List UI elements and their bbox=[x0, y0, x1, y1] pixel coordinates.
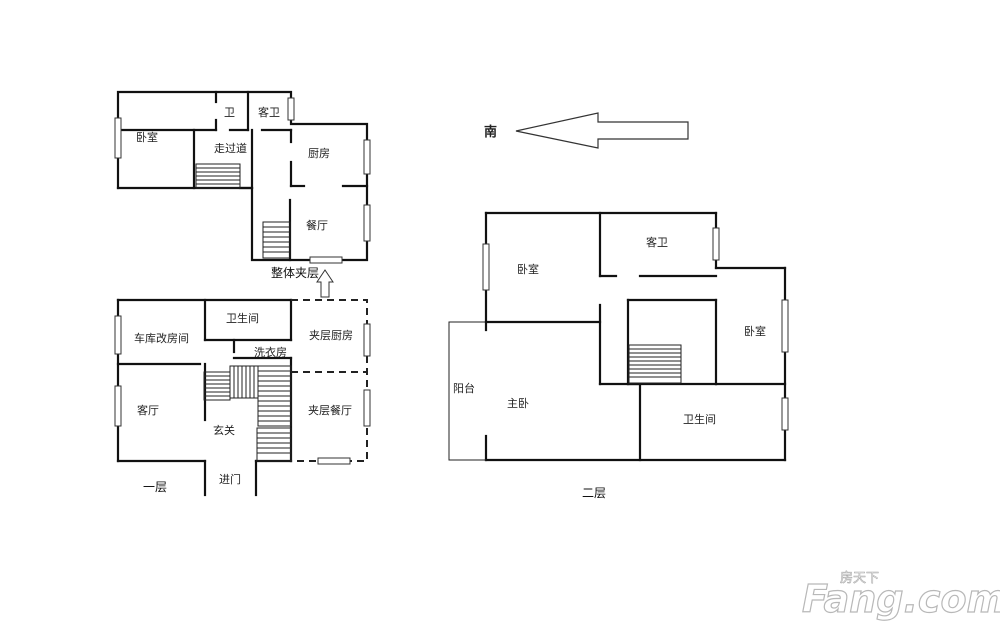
watermark-cn: 房天下 bbox=[840, 570, 879, 586]
room-label-entrance: 进门 bbox=[219, 472, 241, 486]
room-label-guest-bath: 客卫 bbox=[258, 105, 280, 119]
compass: 南 bbox=[484, 112, 689, 149]
caption-mezzanine: 整体夹层 bbox=[271, 265, 319, 280]
stair-treads bbox=[196, 167, 240, 185]
room-label-mezz-dining: 夹层餐厅 bbox=[308, 403, 352, 417]
window bbox=[287, 97, 295, 121]
room-label-foyer: 玄关 bbox=[213, 423, 235, 437]
window bbox=[363, 139, 371, 175]
window bbox=[363, 323, 371, 357]
first-floor-plan: 车库改房间 卫生间 洗衣房 夹层厨房 客厅 玄关 夹层餐厅 进门 一层 bbox=[114, 298, 371, 497]
room-label-corridor: 走过道 bbox=[214, 141, 247, 155]
window bbox=[114, 385, 122, 427]
room-label-balcony: 阳台 bbox=[453, 381, 475, 395]
window bbox=[114, 315, 122, 355]
room-label-bathroom: 卫生间 bbox=[226, 311, 259, 325]
room-label-garage-room: 车库改房间 bbox=[134, 331, 189, 345]
room-label-bathroom-2: 卫生间 bbox=[683, 412, 716, 426]
window bbox=[317, 457, 351, 465]
room-label-bedroom-b: 卧室 bbox=[744, 324, 766, 338]
window bbox=[114, 117, 122, 159]
caption-floor1: 一层 bbox=[143, 480, 167, 494]
window bbox=[781, 397, 789, 431]
up-arrow-icon bbox=[316, 269, 334, 298]
mezzanine-plan: 卧室 卫 客卫 走过道 厨房 餐厅 整体夹层 bbox=[114, 90, 371, 298]
room-label-bedroom: 卧室 bbox=[136, 130, 158, 144]
fang-watermark-logo: 房天下 Fang.com bbox=[801, 570, 1000, 622]
window bbox=[363, 204, 371, 242]
window bbox=[712, 227, 720, 261]
caption-floor2: 二层 bbox=[582, 486, 606, 500]
room-label-laundry: 洗衣房 bbox=[254, 345, 287, 359]
compass-south-label: 南 bbox=[484, 124, 497, 140]
window bbox=[363, 389, 371, 427]
watermark-en: Fang.com bbox=[802, 577, 1000, 621]
room-label-bedroom-a: 卧室 bbox=[517, 262, 539, 276]
window bbox=[309, 256, 343, 264]
room-label-wc: 卫 bbox=[224, 106, 235, 119]
room-label-dining: 餐厅 bbox=[306, 218, 328, 232]
second-floor-plan: 卧室 客卫 卧室 阳台 主卧 卫生间 二层 bbox=[448, 211, 789, 500]
window bbox=[781, 299, 789, 353]
room-label-kitchen: 厨房 bbox=[308, 147, 330, 160]
room-label-master: 主卧 bbox=[507, 397, 529, 410]
window bbox=[482, 243, 490, 291]
south-arrow-icon bbox=[515, 112, 689, 149]
room-label-living: 客厅 bbox=[137, 403, 159, 417]
room-label-guest-bath-2: 客卫 bbox=[646, 235, 668, 249]
room-label-mezz-kitchen: 夹层厨房 bbox=[309, 329, 353, 342]
